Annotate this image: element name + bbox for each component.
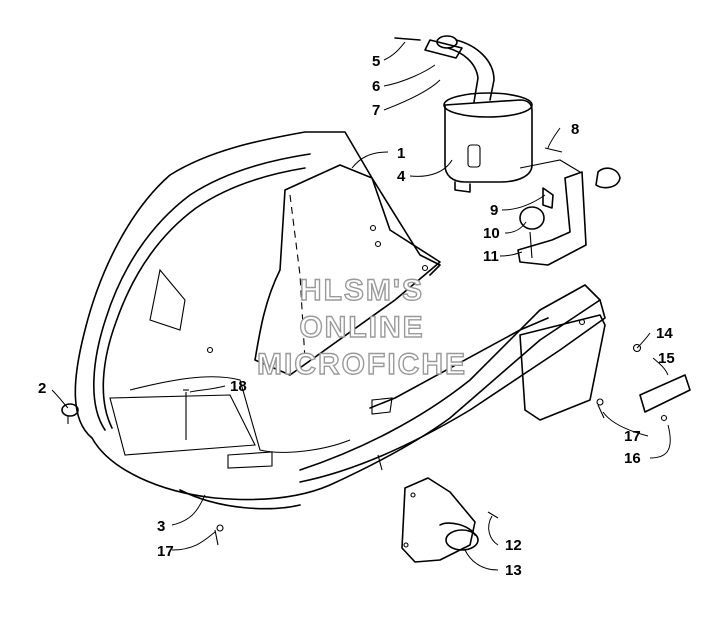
drive-cover-assembly	[401, 477, 499, 563]
callout-11: 11	[483, 248, 499, 265]
callout-8: 8	[571, 121, 579, 138]
callout-16: 16	[624, 450, 641, 467]
callout-labels: 1 2 3 4 5 6 7 8 9 10 11 12 13 14 15 16 1…	[38, 53, 675, 579]
body-shell	[74, 131, 606, 510]
callout-12: 12	[505, 537, 522, 554]
callout-18: 18	[230, 378, 247, 395]
hardware	[61, 343, 691, 546]
callout-3: 3	[157, 518, 165, 535]
bracket-assembly	[517, 147, 621, 266]
callout-1: 1	[397, 145, 405, 162]
callout-4: 4	[397, 168, 406, 185]
callout-2: 2	[38, 380, 46, 397]
callout-13: 13	[505, 562, 522, 579]
callout-17-right: 17	[624, 428, 641, 445]
callout-17-left: 17	[157, 543, 174, 560]
watermark: HLSM'S ONLINE MICROFICHE	[256, 273, 467, 381]
muffler-assembly	[394, 35, 533, 193]
callout-10: 10	[483, 225, 500, 242]
watermark-line-3: MICROFICHE	[257, 348, 467, 381]
callout-14: 14	[656, 325, 673, 342]
callout-5: 5	[372, 53, 380, 70]
callout-7: 7	[372, 102, 380, 119]
leader-lines	[51, 41, 671, 571]
watermark-line-2: ONLINE	[299, 311, 424, 344]
callout-9: 9	[490, 202, 498, 219]
callout-6: 6	[372, 78, 380, 95]
watermark-line-1: HLSM'S	[300, 274, 424, 307]
callout-15: 15	[658, 350, 675, 367]
